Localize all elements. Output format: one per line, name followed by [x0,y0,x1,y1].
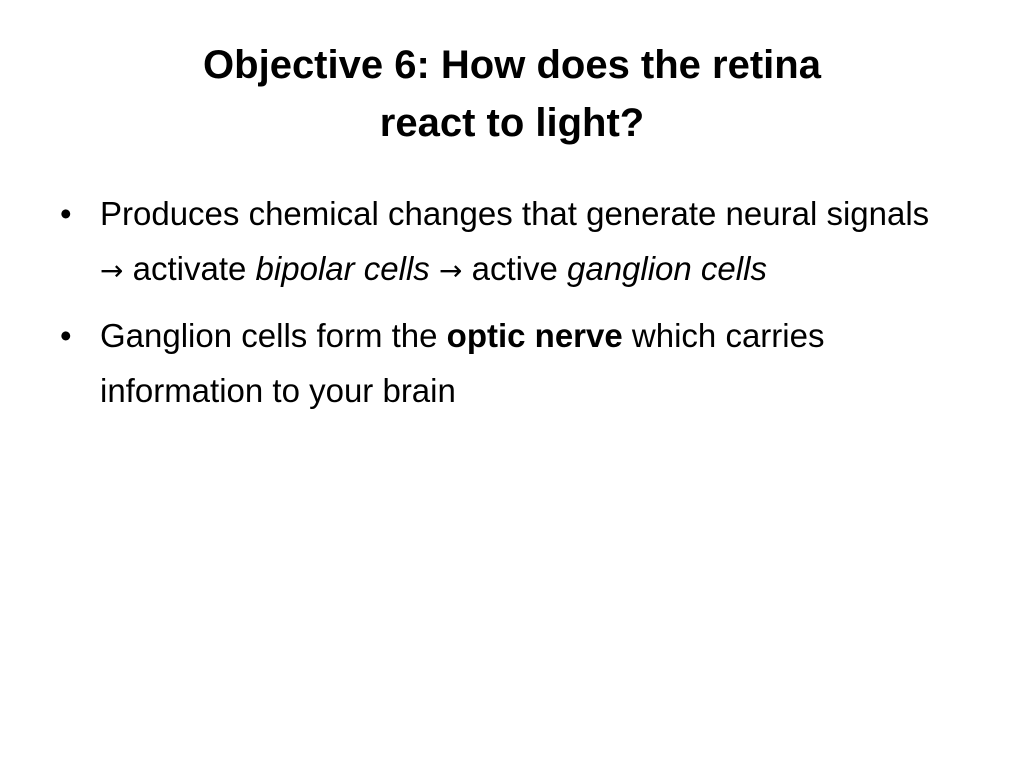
title-line-1: Objective 6: How does the retina [203,43,821,87]
bullet-2-text-2: which carries information to your brain [100,317,825,409]
bullet-1-text-2: activate [123,250,256,287]
bullet-1-text-1: Produces chemical changes that generate … [100,195,930,232]
ganglion-cells-term: ganglion cells [566,250,767,287]
bullet-item-1: • Produces chemical changes that generat… [60,186,940,298]
bullet-dot-icon: • [60,195,72,232]
title-line-2: react to light? [379,101,645,145]
optic-nerve-term: optic nerve [446,317,623,354]
arrow-right-icon: → [100,254,124,287]
bullet-item-2: • Ganglion cells form the optic nerve wh… [60,308,940,418]
bullet-2-text-1: Ganglion cells form the [100,317,447,354]
arrow-right-icon: → [438,254,463,287]
bullet-1-text-3 [430,250,439,287]
bipolar-cells-term: bipolar cells [255,250,430,287]
slide-title: Objective 6: How does the retina react t… [72,36,952,152]
bullet-1-text-4: active [462,250,567,287]
bullet-dot-icon: • [60,317,72,354]
bullet-list: • Produces chemical changes that generat… [60,186,940,428]
